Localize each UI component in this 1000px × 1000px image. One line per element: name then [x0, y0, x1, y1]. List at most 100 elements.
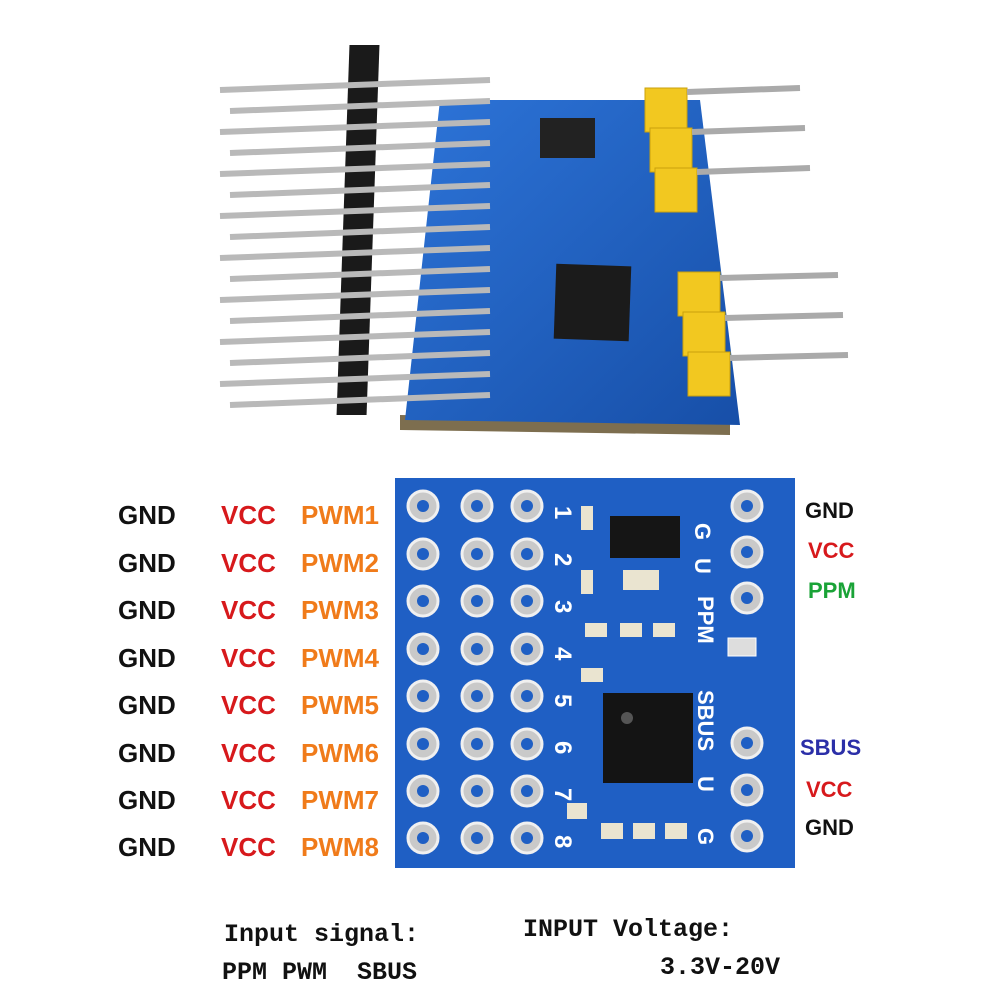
gnd-label: GND: [118, 832, 176, 862]
silk-channel-number: 6: [549, 741, 576, 754]
photo-pin: [219, 287, 491, 303]
left-pin-row: GND VCC PWM1: [118, 500, 388, 540]
pad-hole: [471, 643, 483, 655]
pad-hole: [471, 832, 483, 844]
regulator-chip: [610, 516, 680, 558]
led: [727, 637, 757, 657]
input-signal-values: PPM PWM SBUS: [222, 958, 418, 987]
photo-pin: [229, 182, 491, 198]
photo-chip-regulator: [540, 118, 595, 158]
left-pin-row: GND VCC PWM3: [118, 595, 388, 635]
pwm-label: PWM1: [301, 500, 379, 530]
silk-channel-number: 3: [549, 600, 576, 613]
silk-label-g-top: G: [690, 523, 715, 540]
mcu-chip: [603, 693, 693, 783]
photo-pin: [229, 350, 491, 366]
vcc-label: VCC: [221, 500, 276, 530]
left-pad-grid: [406, 489, 544, 855]
vcc-label: VCC: [221, 690, 276, 720]
photo-yellow-headers: [644, 85, 849, 397]
pad-hole: [471, 548, 483, 560]
right-top-ppm-label: PPM: [808, 578, 856, 603]
gnd-label: GND: [118, 595, 176, 625]
photo-pin-lines: [219, 77, 491, 408]
right-pad-column: [730, 489, 764, 853]
photo-pin: [219, 245, 491, 261]
silk-channel-number: 5: [549, 694, 576, 707]
gnd-label: GND: [118, 548, 176, 578]
photo-pin: [219, 329, 491, 345]
input-voltage-label: INPUT Voltage:: [523, 915, 734, 944]
vcc-label: VCC: [221, 548, 276, 578]
left-pin-row: GND VCC PWM6: [118, 738, 388, 778]
pad-hole: [741, 737, 753, 749]
pwm-label: PWM3: [301, 595, 379, 625]
pwm-label: PWM2: [301, 548, 379, 578]
pad-hole: [417, 595, 429, 607]
pad-hole: [417, 643, 429, 655]
silk-channel-number: 2: [549, 553, 576, 566]
left-pin-row: GND VCC PWM8: [118, 832, 388, 872]
input-voltage-value: 3.3V-20V: [660, 953, 781, 982]
right-top-gnd-label: GND: [805, 498, 854, 523]
gnd-label: GND: [118, 643, 176, 673]
pad-hole: [741, 592, 753, 604]
pad-hole: [741, 546, 753, 558]
pad-hole: [521, 738, 533, 750]
pad-hole: [521, 643, 533, 655]
gnd-label: GND: [118, 785, 176, 815]
gnd-label: GND: [118, 738, 176, 768]
pad-hole: [741, 500, 753, 512]
right-bottom-vcc-label: VCC: [806, 777, 853, 802]
pad-hole: [417, 738, 429, 750]
photo-pin: [229, 392, 491, 408]
left-pin-row: GND VCC PWM5: [118, 690, 388, 730]
silk-channel-number: 8: [549, 835, 576, 848]
pwm-label: PWM5: [301, 690, 379, 720]
pad-hole: [417, 832, 429, 844]
silk-label-g-bottom: G: [693, 828, 718, 845]
silk-channel-number: 1: [549, 506, 576, 519]
pad-hole: [417, 690, 429, 702]
pad-hole: [471, 738, 483, 750]
pad-hole: [521, 500, 533, 512]
input-signal-label: Input signal:: [224, 920, 420, 949]
gnd-label: GND: [118, 500, 176, 530]
pad-hole: [741, 830, 753, 842]
pad-hole: [471, 595, 483, 607]
vcc-label: VCC: [221, 595, 276, 625]
pwm-label: PWM6: [301, 738, 379, 768]
pad-hole: [741, 784, 753, 796]
pad-hole: [521, 548, 533, 560]
vcc-label: VCC: [221, 785, 276, 815]
silk-label-sbus: SBUS: [693, 690, 718, 751]
pad-hole: [471, 690, 483, 702]
pad-hole: [471, 500, 483, 512]
silk-channel-number: 7: [549, 788, 576, 801]
silk-label-u-top: U: [690, 558, 715, 574]
photo-pin: [229, 98, 491, 114]
photo-pin: [229, 266, 491, 282]
pad-hole: [521, 595, 533, 607]
right-bottom-sbus-label: SBUS: [800, 735, 862, 760]
photo-pin: [229, 308, 491, 324]
vcc-label: VCC: [221, 738, 276, 768]
silk-label-u-bottom: U: [693, 776, 718, 792]
right-bottom-gnd-label: GND: [805, 815, 854, 840]
pwm-label: PWM8: [301, 832, 379, 862]
vcc-label: VCC: [221, 832, 276, 862]
photo-pin: [229, 224, 491, 240]
silk-label-ppm: PPM: [693, 596, 718, 644]
gnd-label: GND: [118, 690, 176, 720]
pad-hole: [417, 548, 429, 560]
photo-chip-mcu: [553, 263, 632, 342]
pad-hole: [471, 785, 483, 797]
photo-pin: [229, 140, 491, 156]
pad-hole: [521, 832, 533, 844]
product-photo: [219, 45, 849, 435]
left-pin-row: GND VCC PWM2: [118, 548, 388, 588]
